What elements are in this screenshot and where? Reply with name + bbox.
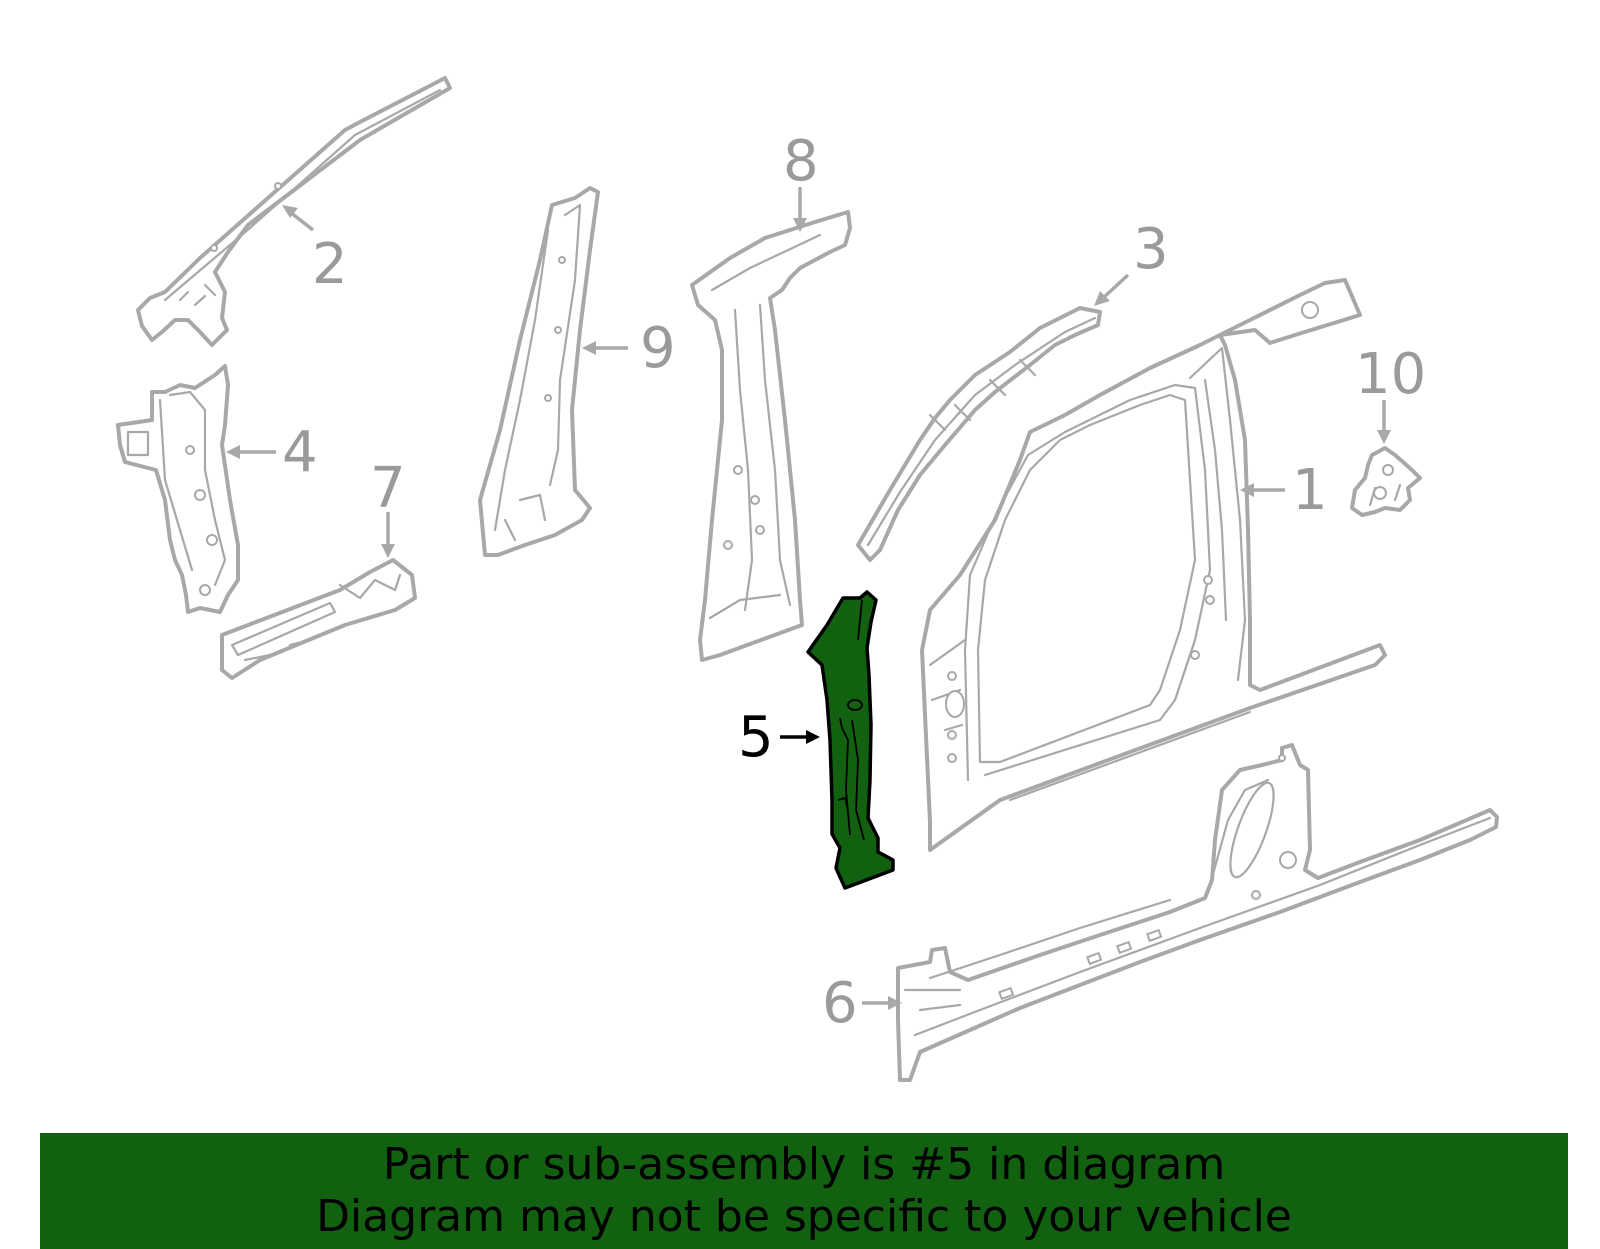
callout-5-label: 5 bbox=[738, 705, 774, 770]
callout-4: 4 bbox=[226, 420, 318, 485]
part-9-center-pillar[interactable] bbox=[478, 186, 600, 557]
callout-2: 2 bbox=[282, 205, 348, 297]
callout-8: 8 bbox=[783, 129, 819, 232]
callout-2-label: 2 bbox=[312, 232, 348, 297]
callout-1-label: 1 bbox=[1292, 458, 1328, 523]
callout-4-label: 4 bbox=[282, 420, 318, 485]
callout-7: 7 bbox=[370, 456, 406, 558]
notice-banner: Part or sub-assembly is #5 in diagram Di… bbox=[40, 1133, 1568, 1249]
part-8-pillar-reinforcement[interactable] bbox=[690, 210, 852, 662]
callout-5: 5 bbox=[738, 705, 820, 770]
part-3-roof-rail[interactable] bbox=[856, 306, 1102, 562]
part-7-lower-reinforcement[interactable] bbox=[220, 558, 417, 680]
callout-10: 10 bbox=[1355, 342, 1426, 444]
callout-10-label: 10 bbox=[1355, 342, 1426, 407]
parts-diagram: 2 4 7 9 bbox=[116, 76, 1499, 1082]
part-2-pillar-rail[interactable] bbox=[136, 76, 452, 347]
callout-3-label: 3 bbox=[1133, 217, 1169, 282]
banner-line-1: Part or sub-assembly is #5 in diagram bbox=[382, 1139, 1226, 1190]
callout-9-label: 9 bbox=[640, 316, 676, 381]
callout-3: 3 bbox=[1094, 217, 1169, 306]
banner-line-2: Diagram may not be specific to your vehi… bbox=[316, 1191, 1292, 1242]
callout-8-label: 8 bbox=[783, 129, 819, 194]
callout-6: 6 bbox=[822, 971, 902, 1036]
part-4-pillar-inner[interactable] bbox=[116, 364, 240, 614]
part-1-side-panel[interactable] bbox=[920, 278, 1387, 852]
callout-9: 9 bbox=[582, 316, 676, 381]
callout-6-label: 6 bbox=[822, 971, 858, 1036]
part-10-bracket[interactable] bbox=[1350, 446, 1422, 517]
callout-1: 1 bbox=[1240, 458, 1328, 523]
callout-7-label: 7 bbox=[370, 456, 406, 521]
part-5-highlighted-reinforcement[interactable] bbox=[806, 590, 895, 890]
part-6-rocker-panel[interactable] bbox=[896, 743, 1499, 1082]
